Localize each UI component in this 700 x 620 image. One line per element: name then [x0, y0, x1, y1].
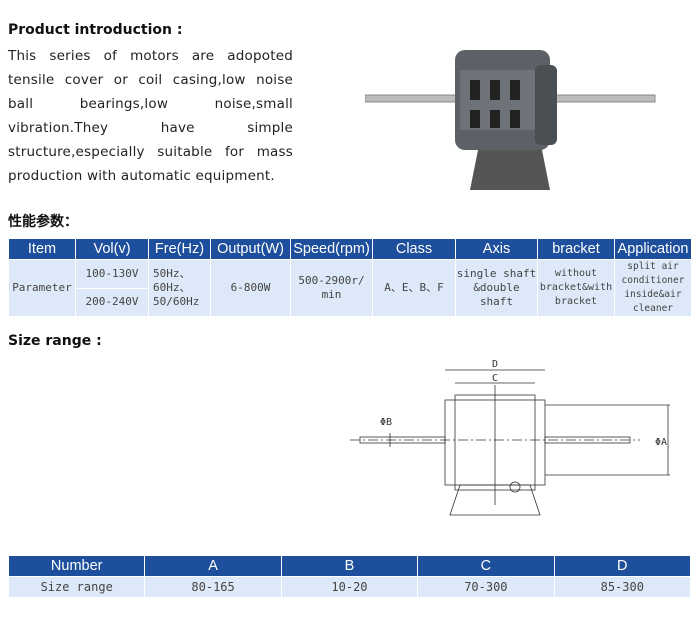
size-c-cell: 70-300: [417, 576, 555, 598]
col-application: Application: [614, 238, 692, 260]
intro-heading: Product introduction :: [8, 22, 183, 38]
fre-cell: 50Hz、 60Hz、 50/60Hz: [148, 259, 211, 317]
size-table: Number A B C D Size range 80-165 10-20 7…: [7, 555, 692, 598]
vol-cell-2: 200-240V: [75, 287, 149, 317]
params-table: Item Vol(v) Fre(Hz) Output(W) Speed(rpm)…: [8, 238, 692, 317]
size-heading: Size range :: [8, 333, 102, 349]
col-vol: Vol(v): [75, 238, 149, 260]
output-cell: 6-800W: [210, 259, 291, 317]
col-b: B: [280, 555, 419, 577]
application-cell: split air conditioner inside&air cleaner: [614, 259, 692, 317]
col-output: Output(W): [210, 238, 291, 260]
params-header-row: Item Vol(v) Fre(Hz) Output(W) Speed(rpm)…: [8, 238, 692, 260]
size-d-cell: 85-300: [553, 576, 692, 598]
col-item: Item: [8, 238, 76, 260]
col-axis: Axis: [455, 238, 538, 260]
size-header-row: Number A B C D: [7, 555, 692, 577]
col-a: A: [144, 555, 282, 577]
item-cell: Parameter: [8, 259, 76, 317]
size-a-cell: 80-165: [144, 576, 282, 598]
col-c: C: [417, 555, 555, 577]
intro-text: This series of motors are adopoted tensi…: [8, 48, 293, 184]
size-label-cell: Size range: [7, 576, 146, 598]
label-b: ΦB: [380, 417, 392, 428]
vol-cell-1: 100-130V: [75, 259, 149, 289]
speed-cell: 500-2900r/ min: [290, 259, 373, 317]
table-row: Size range 80-165 10-20 70-300 85-300: [7, 576, 692, 598]
dimension-drawing: D C ΦB ΦA: [350, 359, 670, 516]
axis-cell: single shaft &double shaft: [455, 259, 538, 317]
col-fre: Fre(Hz): [148, 238, 211, 260]
label-c: C: [492, 373, 498, 384]
size-b-cell: 10-20: [280, 576, 419, 598]
col-bracket: bracket: [537, 238, 615, 260]
label-d: D: [492, 359, 498, 370]
col-number: Number: [7, 555, 146, 577]
table-row: 200-240V: [9, 287, 692, 317]
col-speed: Speed(rpm): [290, 238, 373, 260]
label-a: ΦA: [655, 437, 667, 448]
params-heading: 性能参数：: [8, 214, 78, 230]
col-class: Class: [372, 238, 456, 260]
class-cell: A、E、B、F: [372, 259, 456, 317]
bracket-cell: without bracket&with bracket: [537, 259, 615, 317]
col-d: D: [553, 555, 692, 577]
table-row: Parameter 100-130V 50Hz、 60Hz、 50/60Hz 6…: [8, 259, 692, 317]
motor-photo: [365, 50, 656, 190]
